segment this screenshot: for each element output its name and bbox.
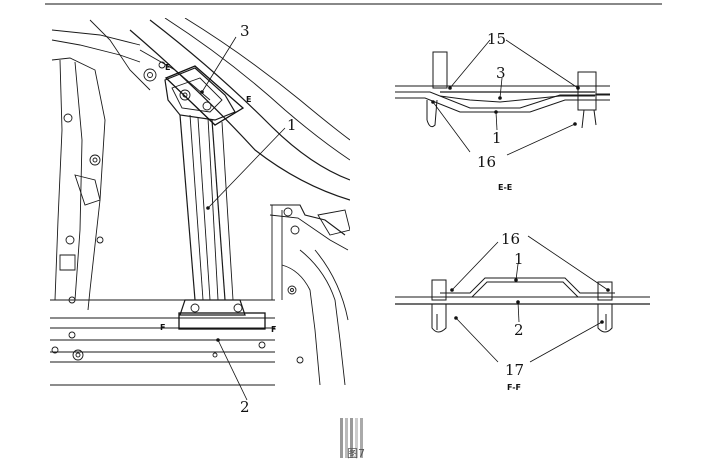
section-cut-f-frame: [178, 312, 266, 330]
leader-dot-1: [206, 206, 210, 210]
section-cut-e-frame: [164, 65, 245, 126]
section-ff-leaders: [451, 235, 609, 363]
ff-label-1: 1: [514, 250, 524, 268]
leader-dot-3: [200, 90, 204, 94]
section-ff-drawing: [395, 277, 650, 333]
ff-label-17: 17: [505, 361, 524, 379]
callout-1: 1: [287, 116, 297, 134]
main-view-drawing: [50, 18, 350, 386]
figure-caption: 图7: [347, 447, 365, 459]
section-mark-f-left: F: [160, 323, 165, 332]
main-view-leaders: [201, 36, 286, 401]
ee-label-16: 16: [477, 153, 496, 171]
ff-label-16: 16: [501, 230, 520, 248]
leader-dot-2: [216, 338, 220, 342]
ee-section-title: E-E: [498, 183, 512, 192]
section-ee-leader-dots: [431, 86, 580, 126]
ee-label-1: 1: [492, 129, 502, 147]
section-mark-e-right: E: [246, 95, 251, 104]
caption-obscuring-bars: [340, 418, 363, 458]
ee-label-3: 3: [496, 64, 506, 82]
callout-3: 3: [240, 22, 250, 40]
section-ee-leaders: [432, 39, 579, 156]
section-mark-e-left: E: [165, 63, 170, 72]
section-ff-leader-dots: [450, 278, 610, 324]
ff-label-2: 2: [514, 321, 524, 339]
ee-label-15: 15: [487, 30, 506, 48]
section-mark-f-right: F: [271, 325, 276, 334]
ff-section-title: F-F: [507, 383, 521, 392]
callout-2: 2: [240, 398, 250, 416]
